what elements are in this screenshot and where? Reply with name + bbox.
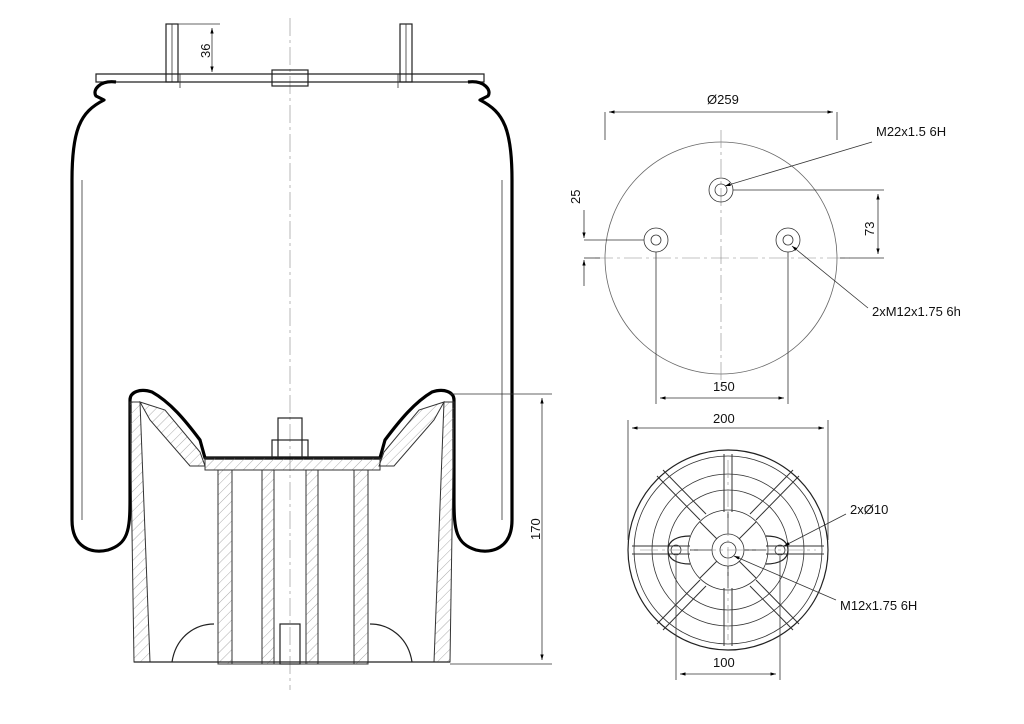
dim-diameter: Ø259 <box>707 92 739 107</box>
dim-right-offset: 73 <box>862 222 877 236</box>
dim-left-offset: 25 <box>568 190 583 204</box>
bottom-view-outline <box>627 449 829 651</box>
dim-center-thread: M22x1.5 6H <box>876 124 946 139</box>
piston-body <box>129 401 455 665</box>
top-studs <box>95 23 485 88</box>
dim-36: 36 <box>178 23 220 72</box>
center-fitting <box>271 69 309 87</box>
top-view: Ø259 M22x1.5 6H 25 73 2xM12x1.75 6h 150 <box>568 92 961 404</box>
dim-hole-spacing: 100 <box>713 655 735 670</box>
dim-piston-diameter: 200 <box>713 411 735 426</box>
dim-170: 170 <box>450 393 552 665</box>
dim-top-stud-height: 36 <box>198 44 213 58</box>
side-view: 36 <box>70 18 552 690</box>
bottom-view: 200 2xØ10 M12x1.75 6H 100 <box>627 411 917 680</box>
dim-bottom-thread: M12x1.75 6H <box>840 598 917 613</box>
dim-holes: 2xØ10 <box>850 502 888 517</box>
dim-stud-spacing: 150 <box>713 379 735 394</box>
dim-side-threads: 2xM12x1.75 6h <box>872 304 961 319</box>
top-plate <box>95 73 485 83</box>
dim-piston-height: 170 <box>528 518 543 540</box>
